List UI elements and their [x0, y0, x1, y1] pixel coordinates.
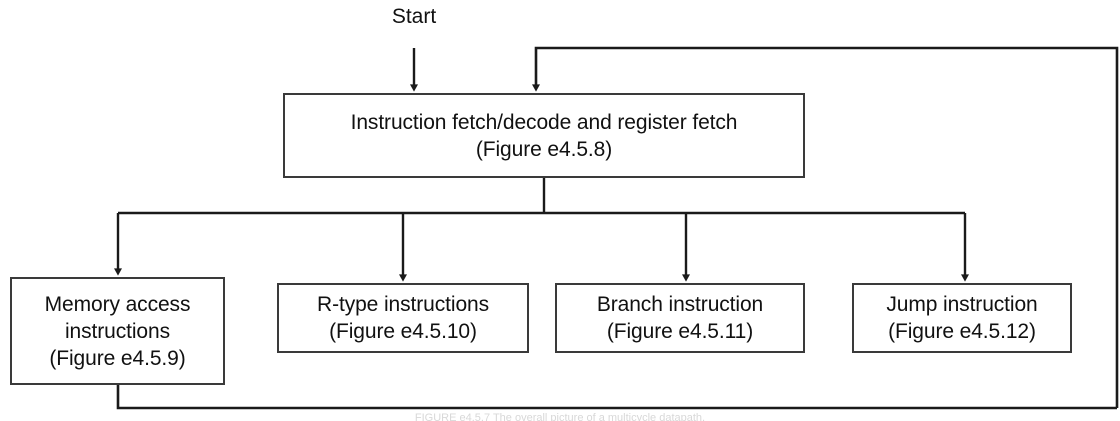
memory-return-path: [116, 385, 1117, 410]
node-rtype-line-1: R-type instructions: [317, 293, 489, 316]
node-branch-line-1: Branch instruction: [596, 293, 764, 316]
node-r-type-instructions: R-type instructions (Figure e4.5.10): [277, 283, 529, 353]
node-rtype-line-2: (Figure e4.5.10): [329, 320, 477, 343]
node-fetch-line-2: (Figure e4.5.8): [475, 137, 613, 161]
node-memory-line-1: Memory access: [44, 292, 191, 316]
node-fetch-line-1: Instruction fetch/decode and register fe…: [350, 110, 738, 134]
node-jump-line-1: Jump instruction: [886, 293, 1038, 316]
node-memory-line-2: instructions: [64, 319, 170, 343]
feedback-loop-path: [532, 46, 1119, 408]
node-jump-instruction: Jump instruction (Figure e4.5.12): [852, 283, 1072, 353]
node-branch-line-2: (Figure e4.5.11): [606, 320, 754, 343]
node-memory-access-instructions: Memory access instructions (Figure e4.5.…: [10, 277, 225, 385]
node-instruction-fetch-decode: Instruction fetch/decode and register fe…: [283, 93, 805, 178]
start-label: Start: [391, 5, 437, 28]
node-memory-line-3: (Figure e4.5.9): [49, 346, 186, 370]
node-branch-instruction: Branch instruction (Figure e4.5.11): [555, 283, 805, 353]
figure-caption-clipped: FIGURE e4.5.7 The overall picture of a m…: [414, 412, 706, 421]
node-jump-line-2: (Figure e4.5.12): [888, 320, 1036, 343]
